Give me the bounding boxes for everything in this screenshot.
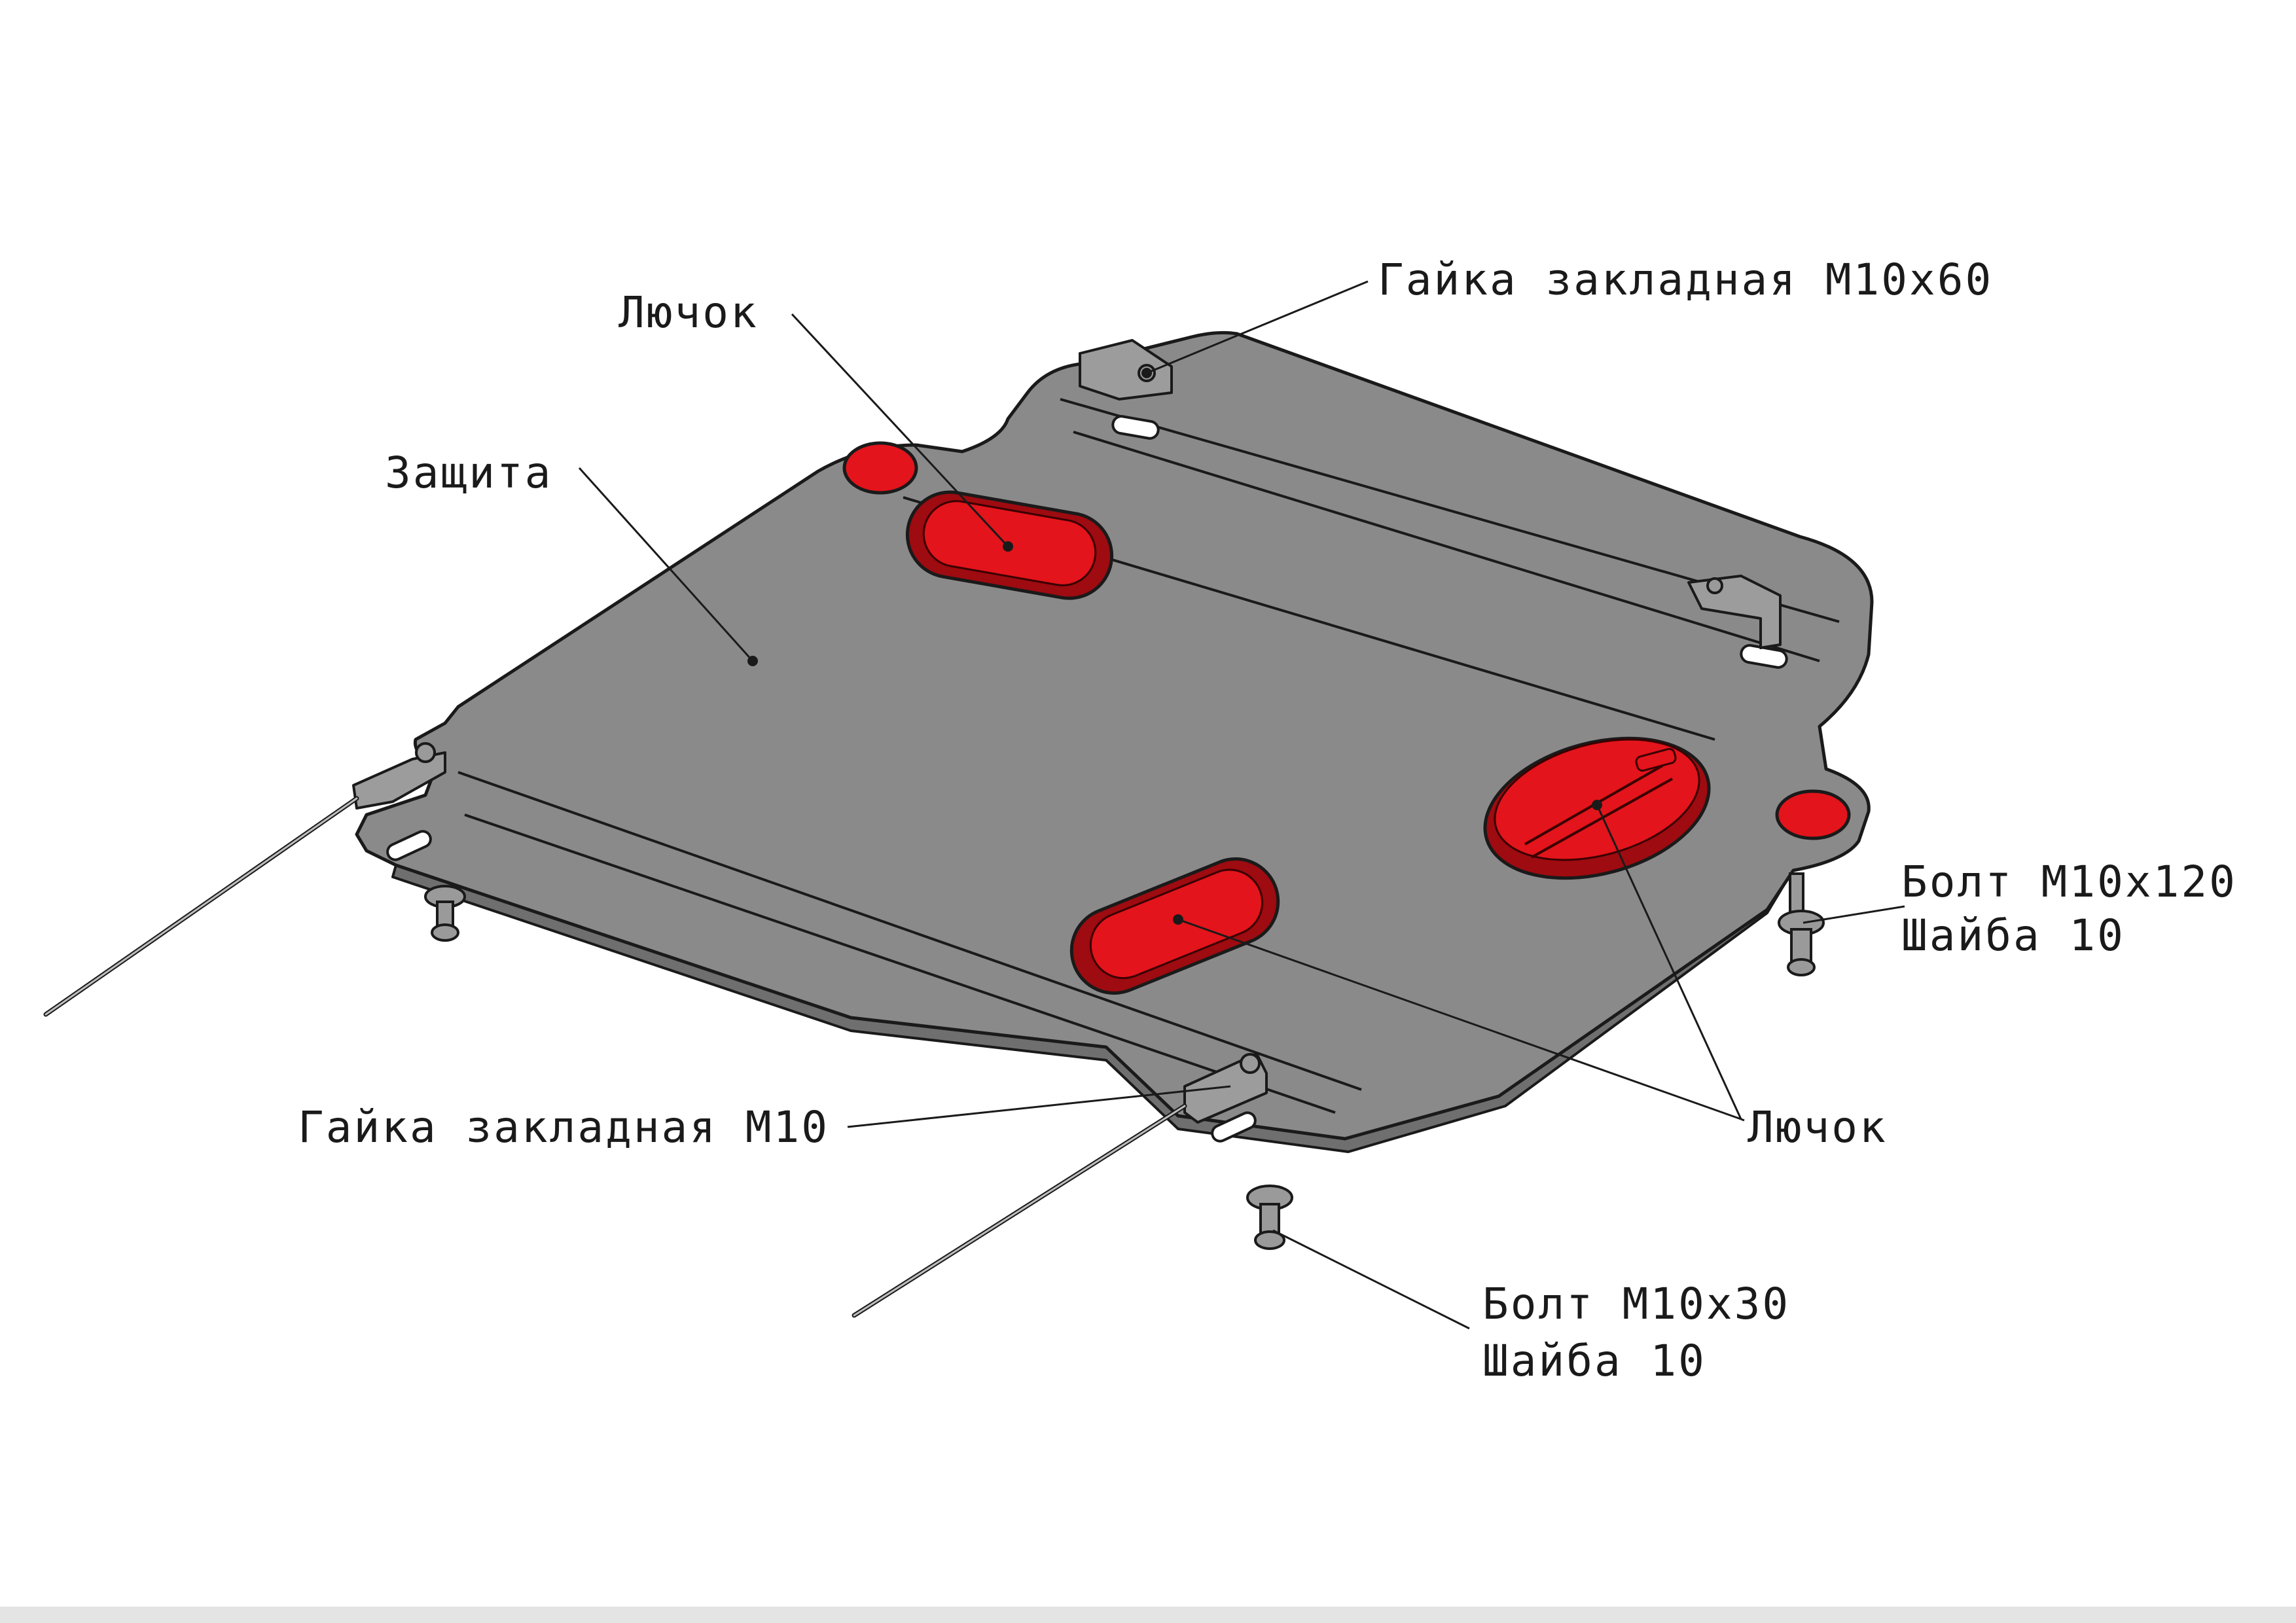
leader-bolt-m10x120	[1803, 905, 1905, 924]
bracket-left	[352, 751, 446, 810]
dot-hatch-lower	[1173, 914, 1183, 925]
guard-rib-5	[464, 813, 1336, 1114]
guard-rib-4	[457, 771, 1362, 1091]
dot-hatch-top	[1003, 541, 1013, 552]
label-bolt-m10x30: Болт М10х30	[1482, 1279, 1790, 1329]
slot-top-left	[1111, 415, 1160, 440]
leader-bolt-m10x30	[1272, 1229, 1470, 1330]
guard-rib-2	[1073, 431, 1820, 662]
bracket-top	[1079, 339, 1173, 401]
bolt-left-icon	[424, 885, 466, 942]
nut-left-icon	[415, 742, 436, 763]
leader-hatch-bottom-b	[1596, 804, 1742, 1120]
bolt-right-icon	[1778, 872, 1825, 976]
label-nut-m10: Гайка закладная М10	[298, 1102, 829, 1152]
bolt-bottom-icon	[1246, 1185, 1293, 1250]
plug-top-left	[842, 441, 918, 495]
dot-guard	[747, 656, 758, 666]
slot-bottom	[1211, 1111, 1257, 1143]
leader-hatch-bottom-tail	[1740, 1118, 1745, 1122]
slot-left	[386, 830, 432, 861]
plug-right	[1775, 789, 1851, 840]
leader-hatch-bottom-a	[1177, 918, 1742, 1120]
nut-bottom-icon	[1240, 1053, 1261, 1074]
leader-guard	[578, 467, 754, 662]
label-hatch-top: Лючок	[619, 287, 759, 338]
label-nut-m10x60: Гайка закладная М10х60	[1378, 255, 1993, 305]
leader-nut-m10	[847, 1085, 1231, 1128]
label-washer-bottom: Шайба 10	[1482, 1336, 1706, 1386]
dot-nut-m10x60	[1141, 368, 1152, 378]
leader-hatch-top	[791, 313, 1009, 548]
label-guard: Защита	[385, 448, 552, 498]
leader-nut-m10x60	[1146, 280, 1369, 374]
dot-hatch-right	[1592, 800, 1602, 810]
bracket-right	[1687, 575, 1782, 649]
nut-right-icon	[1706, 577, 1723, 594]
label-washer-right: Шайба 10	[1901, 910, 2125, 961]
bottom-strip	[0, 1607, 2296, 1623]
guard-plate	[355, 330, 1874, 1141]
label-bolt-m10x120: Болт М10х120	[1901, 857, 2237, 907]
label-hatch-bottom: Лючок	[1748, 1102, 1888, 1152]
